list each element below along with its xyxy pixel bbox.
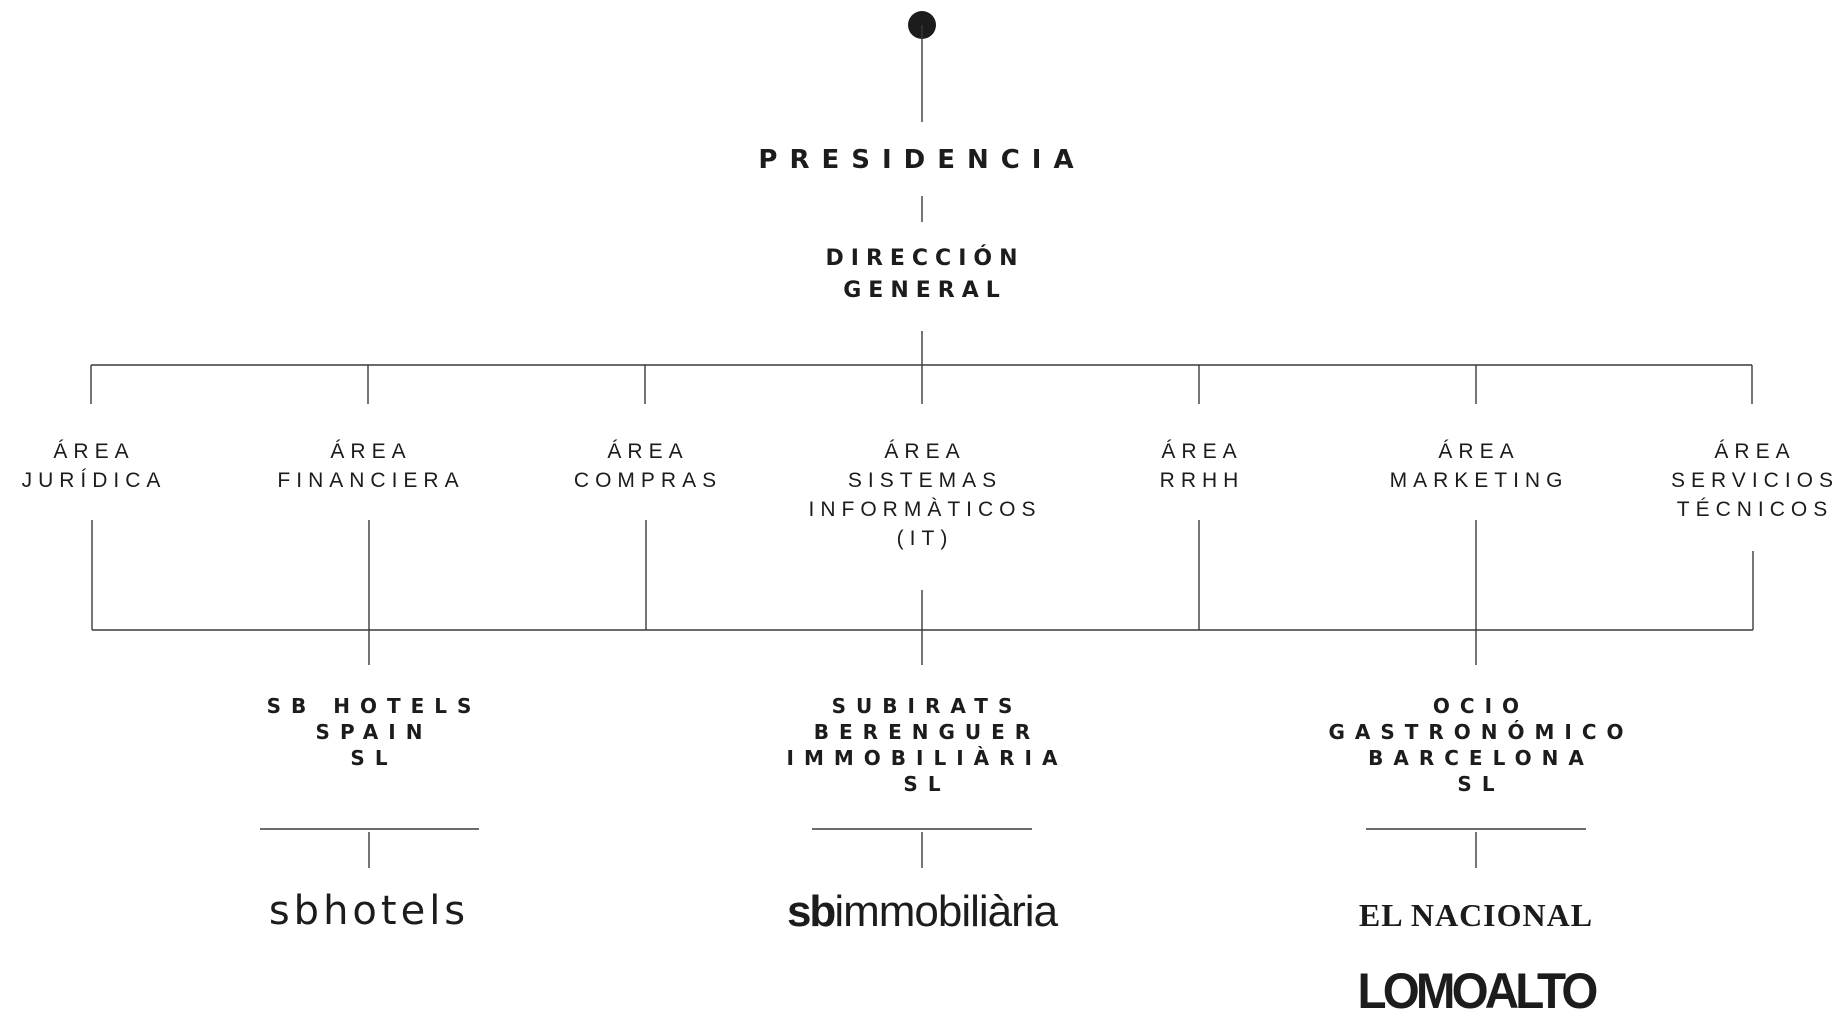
sbimmobiliaria-logo: sbimmobiliària — [786, 887, 1058, 937]
area-rrhh-node: ÁREA RRHH — [1159, 440, 1245, 492]
area-compras-node: ÁREA COMPRAS — [573, 440, 723, 492]
area-sistemas-informaticos-node: ÁREA SISTEMAS INFORMÀTICOS (IT) — [808, 440, 1042, 550]
company-sb-hotels-spain: SB HOTELS SPAIN SL — [266, 694, 482, 770]
area-servicios-tecnicos-node: ÁREA SERVICIOS TÉCNICOS — [1671, 440, 1839, 521]
sbimmobiliaria-logo-text: immobiliària — [834, 887, 1058, 936]
area-financiera-node: ÁREA FINANCIERA — [277, 440, 465, 492]
area-juridica-node: ÁREA JURÍDICA — [21, 440, 167, 492]
presidencia-node: PRESIDENCIA — [758, 145, 1086, 175]
lomoalto-logo: LOMOALTO — [1357, 963, 1599, 1019]
sbhotels-logo: sbhotels — [268, 888, 470, 934]
el-nacional-logo: EL NACIONAL — [1358, 897, 1594, 933]
company-ocio-gastronomico: OCIO GASTRONÓMICO BARCELONA SL — [1328, 694, 1634, 796]
company-subirats-berenguer: SUBIRATS BERENGUER IMMOBILIÀRIA SL — [786, 694, 1068, 796]
direccion-general-node: DIRECCIÓN GENERAL — [825, 246, 1025, 303]
area-marketing-node: ÁREA MARKETING — [1389, 440, 1569, 492]
sbimmobiliaria-logo-sb: sb — [786, 887, 836, 936]
